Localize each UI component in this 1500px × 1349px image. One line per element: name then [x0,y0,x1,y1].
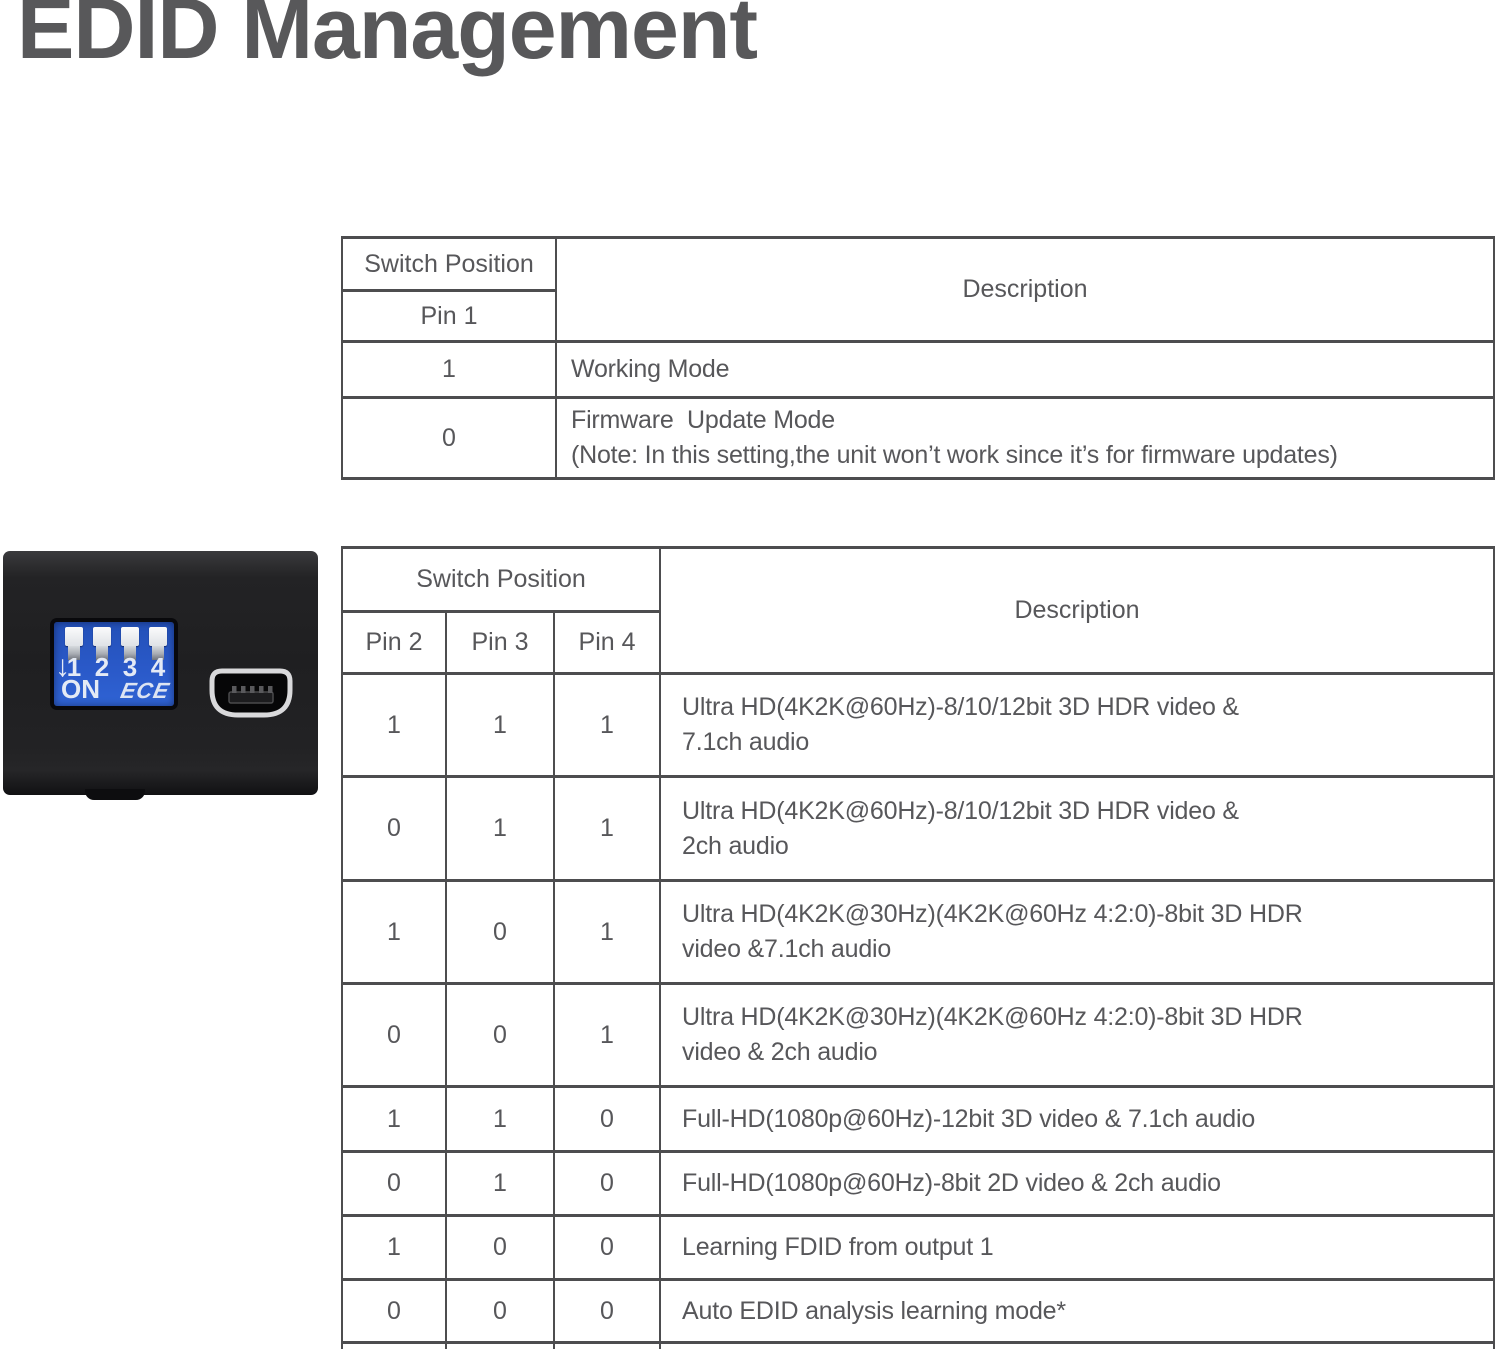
dip-switch-recess [152,646,164,660]
pin3-value: 1 [445,1085,555,1153]
table-row: 1 0 1 Ultra HD(4K2K@30Hz)(4K2K@60Hz 4:2:… [341,879,1495,985]
pin4-value: 0 [552,1278,662,1344]
table-row: 0 1 1 Ultra HD(4K2K@60Hz)-8/10/12bit 3D … [341,775,1495,882]
pin2-value: 0 [341,1150,447,1217]
table-header-row: Switch Position Description [340,546,1495,675]
device-foot [85,789,145,800]
dip-switch: ↓ 1 2 3 4 ON ECE [54,622,174,706]
table-row: 1 Working Mode [341,340,1495,399]
table-header-row: Switch Position Description [341,236,1495,343]
pin3-value: 0 [445,982,555,1088]
dip-switch-cap [149,627,167,646]
t2-header-pin3: Pin 3 [445,610,555,675]
table-header-row: Pin 1 [341,289,1494,343]
pin3-value: 1 [445,672,555,778]
row-description: Learning FDID from output 1 [659,1214,1495,1281]
table-row: 1 0 0 Learning FDID from output 1 [341,1214,1495,1281]
pin4-value: 1 [552,672,662,778]
pin2-value: 1 [341,1085,447,1153]
row-description: Ultra HD(4K2K@30Hz)(4K2K@60Hz 4:2:0)-8bi… [659,879,1495,985]
pin2-value: 0 [341,982,447,1088]
dip-down-arrow-icon: ↓ [55,650,70,683]
dip-number-2: 2 [94,652,110,682]
dip-switch-recess [124,646,136,660]
pin4-value: 1 [552,982,662,1088]
table-header-row: Pin 2 Pin 3 Pin 4 [341,610,1494,675]
device-photo: ↓ 1 2 3 4 ON ECE [3,551,318,800]
pin2-value: 1 [341,1214,447,1281]
dip-switch-slot-3 [121,627,139,660]
pin2-value: 0 [341,775,447,882]
t2-header-description: Description [659,546,1495,675]
pin4-value: 0 [552,1085,662,1153]
pin2-value: 1 [341,672,447,778]
pin3-value: 1 [445,775,555,882]
row-description: Ultra HD(4K2K@30Hz)(4K2K@60Hz 4:2:0)-8bi… [659,982,1495,1088]
dip-switch-recess [96,646,108,660]
table-row: 1 1 1 Ultra HD(4K2K@60Hz)-8/10/12bit 3D … [341,672,1495,778]
dip-number-labels: 1 2 3 4 [65,654,167,680]
dip-brand-logo: ECE [118,678,172,703]
mini-usb-port [209,668,293,718]
dip-switch-slots [65,627,167,660]
pin4-value: 0 [552,1214,662,1281]
t1-header-switch-position: Switch Position [341,236,557,292]
table-row: 0 Firmware Update Mode (Note: In this se… [341,396,1495,480]
t2-header-pin2: Pin 2 [341,610,447,675]
dip-switch-cap [65,627,83,646]
row-description: Ultra HD(4K2K@60Hz)-8/10/12bit 3D HDR vi… [659,775,1495,882]
row-description: Full-HD(1080p@60Hz)-8bit 2D video & 2ch … [659,1150,1495,1217]
pin234-table: Switch Position Description Pin 2 Pin 3 … [340,546,1495,1349]
dip-number-4: 4 [150,652,166,682]
table-row: 0 1 0 Full-HD(1080p@60Hz)-8bit 2D video … [341,1150,1495,1217]
dip-switch-slot-4 [149,627,167,660]
table-cutoff-row [341,1341,1495,1349]
dip-switch-recess [68,646,80,660]
pin4-value: 1 [552,879,662,985]
pin3-value: 0 [445,1214,555,1281]
pin4-value: 1 [552,775,662,882]
page-title: EDID Management [17,0,758,77]
dip-switch-cap [121,627,139,646]
t2-header-switch-position: Switch Position [340,546,662,613]
row-description: Full-HD(1080p@60Hz)-12bit 3D video & 7.1… [659,1085,1495,1153]
t1-row2-pin1-value: 0 [341,396,557,480]
pin1-table: Switch Position Description Pin 1 1 Work… [341,236,1495,480]
pin3-value: 0 [445,1278,555,1344]
dip-switch-cap [93,627,111,646]
dip-switch-slot-2 [93,627,111,660]
pin3-value: 1 [445,1150,555,1217]
table-row: 0 0 1 Ultra HD(4K2K@30Hz)(4K2K@60Hz 4:2:… [341,982,1495,1088]
t1-header-description: Description [555,236,1495,343]
pin2-value: 1 [341,879,447,985]
pin4-value: 0 [552,1150,662,1217]
dip-number-3: 3 [122,652,138,682]
table-row: 0 0 0 Auto EDID analysis learning mode* [341,1278,1495,1344]
row-description: Auto EDID analysis learning mode* [659,1278,1495,1344]
t1-row2-description: Firmware Update Mode (Note: In this sett… [555,396,1495,480]
t2-header-pin4: Pin 4 [552,610,662,675]
dip-on-label: ON [61,674,100,704]
pin3-value: 0 [445,879,555,985]
table-row: 1 1 0 Full-HD(1080p@60Hz)-12bit 3D video… [341,1085,1495,1153]
pin2-value: 0 [341,1278,447,1344]
t1-header-pin1: Pin 1 [341,289,557,343]
t1-row1-pin1-value: 1 [341,340,557,399]
dip-switch-slot-1 [65,627,83,660]
t1-row1-description: Working Mode [555,340,1495,399]
dip-number-1: 1 [66,652,82,682]
row-description: Ultra HD(4K2K@60Hz)-8/10/12bit 3D HDR vi… [659,672,1495,778]
